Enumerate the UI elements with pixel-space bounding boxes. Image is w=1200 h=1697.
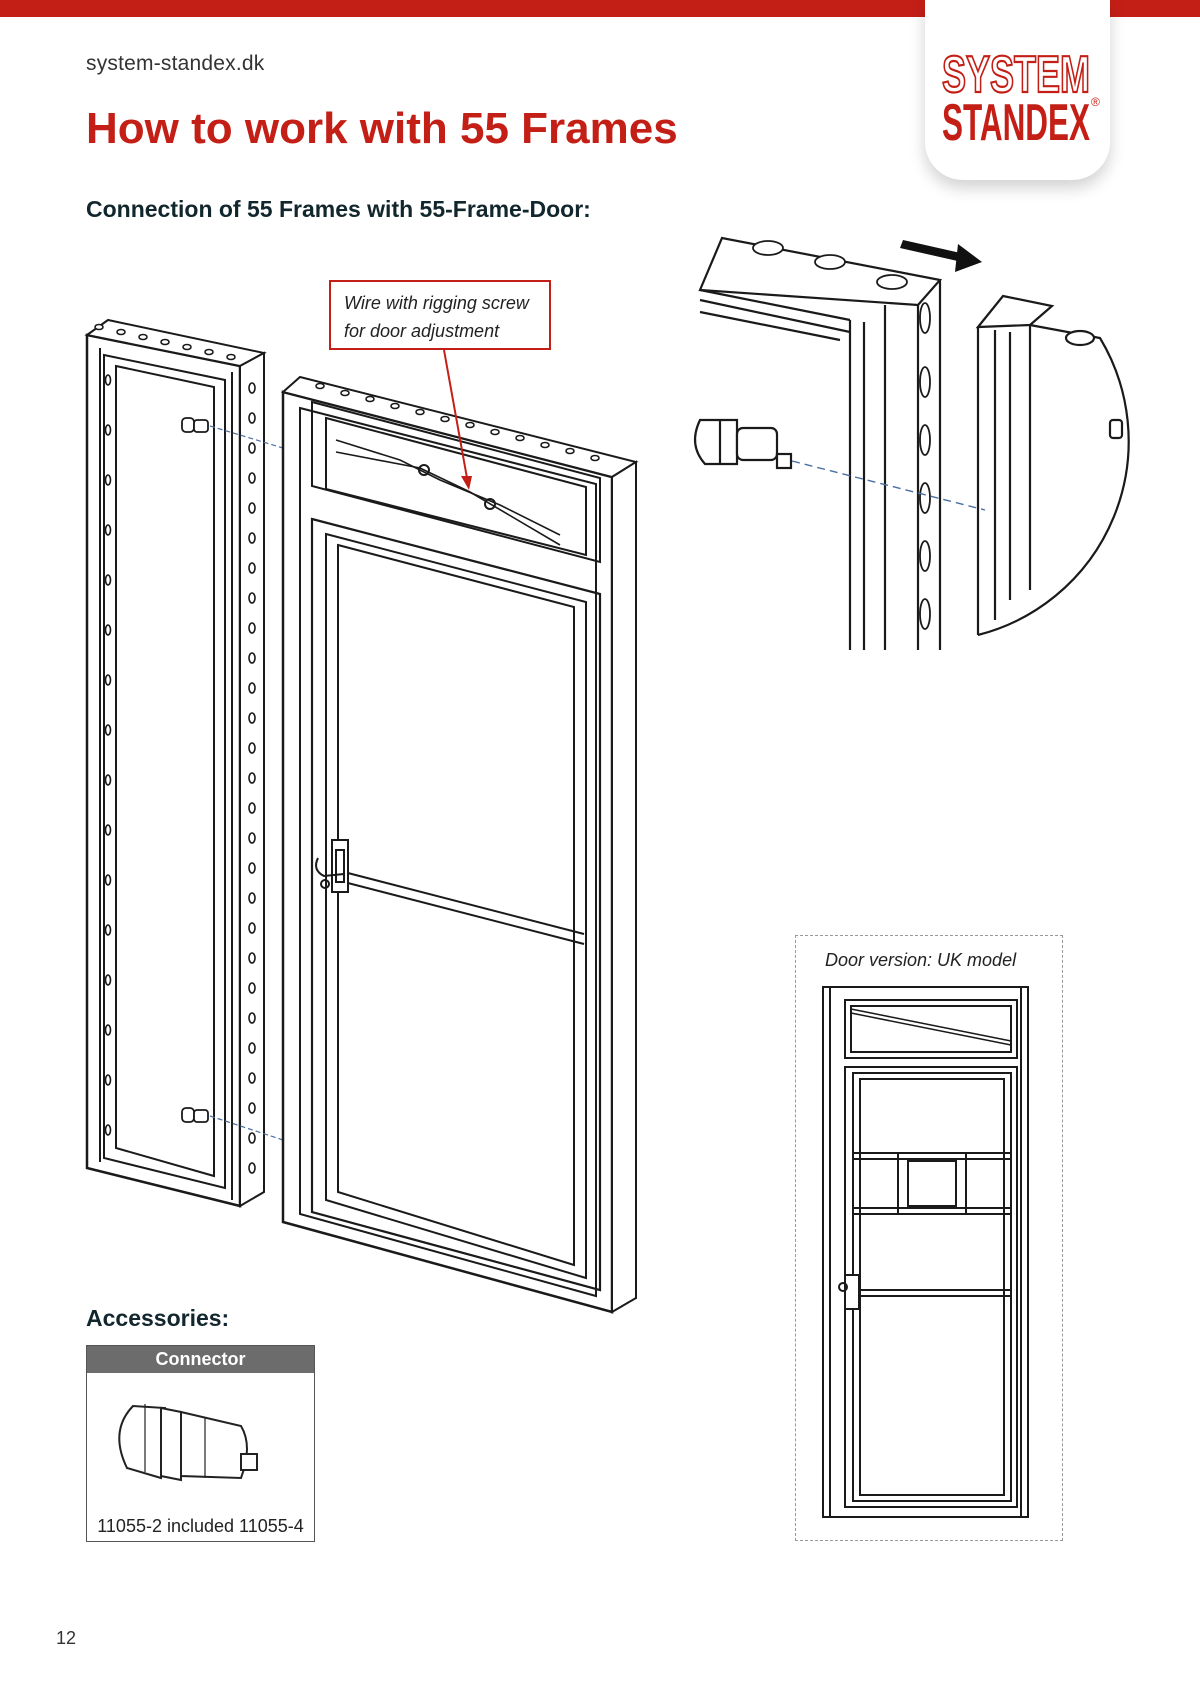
- connector-part-code: 11055-2 included 11055-4: [97, 1516, 304, 1536]
- connector-detail-view: [693, 236, 1130, 650]
- website-url[interactable]: system-standex.dk: [86, 52, 265, 75]
- uk-door-drawing: [822, 986, 1029, 1518]
- frame-55-drawing: [84, 318, 267, 1208]
- connector-card-title: Connector: [87, 1346, 314, 1373]
- registered-mark: ®: [1091, 95, 1100, 109]
- callout-arrow: [443, 349, 472, 490]
- logo-tab: [925, 0, 1110, 180]
- page-number: 12: [56, 1628, 77, 1648]
- top-accent-bar: [0, 0, 1200, 17]
- connector-part-image: [118, 1404, 258, 1482]
- uk-model-label: Door version: UK model: [825, 950, 1017, 970]
- door-55-drawing: [280, 375, 639, 1314]
- uk-model-box: [795, 935, 1063, 1541]
- wire-callout: Wire with rigging screw for door adjustm…: [329, 280, 551, 350]
- direction-arrow: [900, 240, 982, 272]
- connector-pins: [181, 417, 209, 1123]
- connector-card: Connector 11055-2 included 11055-4: [86, 1345, 315, 1542]
- page-title: How to work with 55 Frames: [86, 104, 678, 153]
- callout-line-1: Wire with rigging screw: [344, 293, 529, 313]
- door-top-holes: [315, 382, 600, 462]
- alignment-line: [791, 460, 986, 511]
- brand-logo-bottom: STANDEX: [942, 94, 1090, 145]
- callout-line-2: for door adjustment: [344, 321, 500, 341]
- brand-logo-top: SYSTEM: [942, 46, 1090, 104]
- section-heading: Connection of 55 Frames with 55-Frame-Do…: [86, 196, 591, 222]
- accessories-heading: Accessories:: [86, 1305, 230, 1331]
- brand-logo: SYSTEM STANDEX ®: [941, 45, 1100, 145]
- frame-55-holes: [94, 323, 256, 1174]
